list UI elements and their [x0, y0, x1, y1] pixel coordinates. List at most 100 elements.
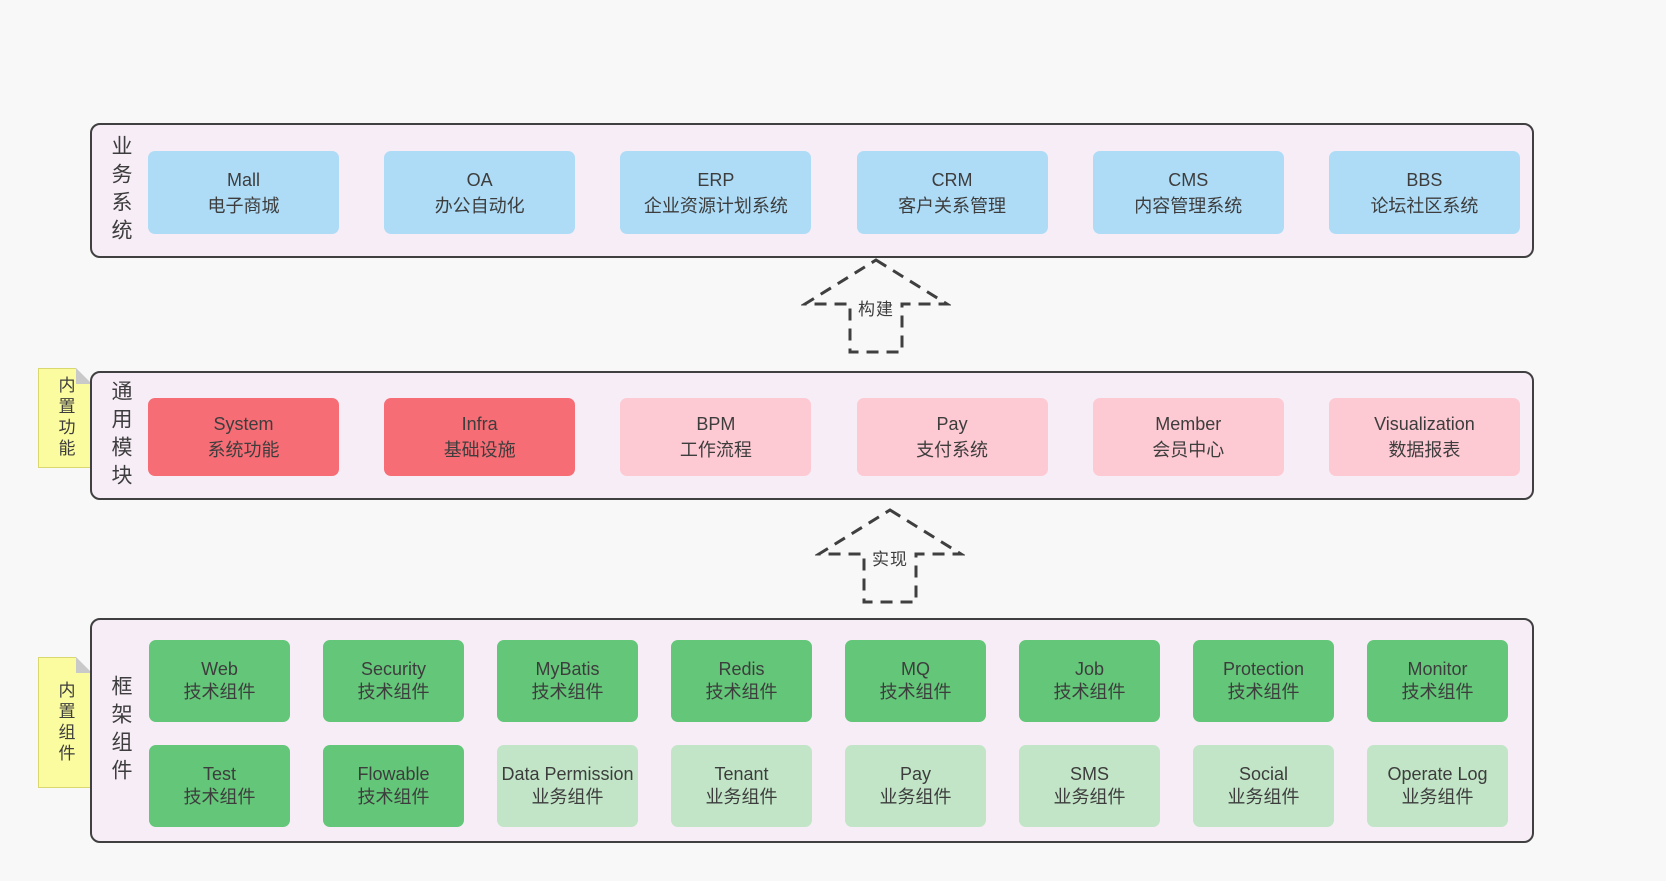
box-mall: Mall 电子商城 — [148, 151, 339, 234]
box-infra: Infra 基础设施 — [384, 398, 576, 476]
box-crm: CRM 客户关系管理 — [856, 151, 1048, 234]
box-visualization: Visualization 数据报表 — [1328, 398, 1520, 476]
box-title: Pay — [899, 764, 932, 784]
up-arrow-icon — [815, 508, 965, 604]
box-sms: SMS 业务组件 — [1019, 745, 1160, 827]
box-subtitle: 业务组件 — [879, 787, 952, 807]
box-title: Flowable — [357, 764, 430, 784]
box-pay-biz: Pay 业务组件 — [845, 745, 986, 827]
box-title: Security — [360, 659, 427, 679]
box-subtitle: 办公自动化 — [434, 195, 525, 216]
box-job: Job 技术组件 — [1019, 640, 1160, 722]
box-title: Tenant — [714, 764, 769, 784]
sticky-note-built-in-functions: 内置功能 — [38, 368, 92, 468]
box-title: Protection — [1222, 659, 1305, 679]
box-protection: Protection 技术组件 — [1193, 640, 1334, 722]
box-cms: CMS 内容管理系统 — [1092, 151, 1284, 234]
box-title: Pay — [936, 414, 968, 434]
box-row: Web 技术组件 Security 技术组件 MyBatis 技术组件 Redi… — [149, 640, 1508, 722]
box-title: Mall — [226, 169, 260, 190]
box-title: CMS — [1168, 169, 1209, 190]
sticky-note-label: 内置功能 — [55, 376, 75, 460]
box-subtitle: 业务组件 — [705, 787, 778, 807]
box-title: Operate Log — [1387, 764, 1488, 784]
box-title: MQ — [901, 659, 930, 679]
sticky-note-label: 内置组件 — [55, 680, 75, 765]
box-title: Monitor — [1407, 659, 1468, 679]
box-subtitle: 技术组件 — [1053, 682, 1126, 702]
box-title: Infra — [461, 414, 498, 434]
box-subtitle: 技术组件 — [531, 682, 604, 702]
dashed-up-arrow-implement: 实现 — [815, 506, 965, 606]
box-row: System 系统功能 Infra 基础设施 BPM 工作流程 Pay 支付系统… — [148, 398, 1520, 476]
sticky-note-built-in-components: 内置组件 — [38, 657, 92, 788]
box-member: Member 会员中心 — [1092, 398, 1284, 476]
box-subtitle: 技术组件 — [1401, 682, 1474, 702]
box-subtitle: 会员中心 — [1152, 440, 1225, 460]
box-subtitle: 论坛社区系统 — [1370, 195, 1479, 216]
band-framework-components: 框架组件 Web 技术组件 Security 技术组件 MyBatis 技术组件… — [90, 618, 1534, 843]
box-subtitle: 数据报表 — [1388, 440, 1461, 460]
band-label: 通用模块 — [109, 379, 132, 492]
box-subtitle: 技术组件 — [357, 787, 430, 807]
box-bpm: BPM 工作流程 — [620, 398, 812, 476]
box-subtitle: 业务组件 — [1401, 787, 1474, 807]
box-title: CRM — [931, 169, 973, 190]
box-pay: Pay 支付系统 — [856, 398, 1048, 476]
arrow-label-build: 构建 — [855, 294, 897, 321]
band-label: 框架组件 — [109, 674, 132, 787]
box-title: MyBatis — [535, 659, 600, 679]
box-mybatis: MyBatis 技术组件 — [497, 640, 638, 722]
box-mq: MQ 技术组件 — [845, 640, 986, 722]
box-operate-log: Operate Log 业务组件 — [1367, 745, 1508, 827]
box-title: Test — [202, 764, 236, 784]
band-business-systems: 业务系统 Mall 电子商城 OA 办公自动化 ERP 企业资源计划系统 CRM… — [90, 123, 1534, 258]
box-subtitle: 内容管理系统 — [1134, 195, 1243, 216]
box-title: Web — [201, 659, 238, 679]
box-subtitle: 技术组件 — [357, 682, 430, 702]
box-subtitle: 技术组件 — [183, 787, 256, 807]
box-data-permission: Data Permission 业务组件 — [497, 745, 638, 827]
box-subtitle: 基础设施 — [443, 440, 516, 460]
dashed-up-arrow-build: 构建 — [801, 256, 951, 356]
box-title: Social — [1238, 764, 1289, 784]
box-system: System 系统功能 — [148, 398, 339, 476]
box-subtitle: 技术组件 — [879, 682, 952, 702]
box-test: Test 技术组件 — [149, 745, 290, 827]
box-subtitle: 企业资源计划系统 — [643, 195, 788, 216]
box-title: Data Permission — [501, 764, 634, 784]
box-bbs: BBS 论坛社区系统 — [1328, 151, 1520, 234]
up-arrow-icon — [801, 258, 951, 354]
box-redis: Redis 技术组件 — [671, 640, 812, 722]
box-subtitle: 技术组件 — [183, 682, 256, 702]
box-subtitle: 业务组件 — [531, 787, 604, 807]
box-subtitle: 业务组件 — [1053, 787, 1126, 807]
box-title: System — [213, 414, 274, 434]
box-title: Visualization — [1374, 414, 1475, 434]
box-title: BPM — [696, 414, 736, 434]
box-subtitle: 电子商城 — [207, 195, 280, 216]
box-security: Security 技术组件 — [323, 640, 464, 722]
box-social: Social 业务组件 — [1193, 745, 1334, 827]
box-title: BBS — [1406, 169, 1443, 190]
box-oa: OA 办公自动化 — [384, 151, 576, 234]
box-erp: ERP 企业资源计划系统 — [620, 151, 812, 234]
box-web: Web 技术组件 — [149, 640, 290, 722]
band-label: 业务系统 — [109, 134, 132, 247]
box-subtitle: 技术组件 — [1227, 682, 1300, 702]
box-flowable: Flowable 技术组件 — [323, 745, 464, 827]
box-subtitle: 工作流程 — [679, 440, 752, 460]
box-title: OA — [466, 169, 493, 190]
box-title: Member — [1155, 414, 1222, 434]
box-row: Mall 电子商城 OA 办公自动化 ERP 企业资源计划系统 CRM 客户关系… — [148, 151, 1520, 234]
arrow-label-implement: 实现 — [869, 544, 911, 571]
box-title: SMS — [1069, 764, 1109, 784]
box-subtitle: 技术组件 — [705, 682, 778, 702]
box-tenant: Tenant 业务组件 — [671, 745, 812, 827]
box-subtitle: 业务组件 — [1227, 787, 1300, 807]
box-monitor: Monitor 技术组件 — [1367, 640, 1508, 722]
box-subtitle: 支付系统 — [916, 440, 989, 460]
box-title: Job — [1074, 659, 1105, 679]
box-row: Test 技术组件 Flowable 技术组件 Data Permission … — [149, 745, 1508, 827]
box-subtitle: 系统功能 — [207, 440, 280, 460]
